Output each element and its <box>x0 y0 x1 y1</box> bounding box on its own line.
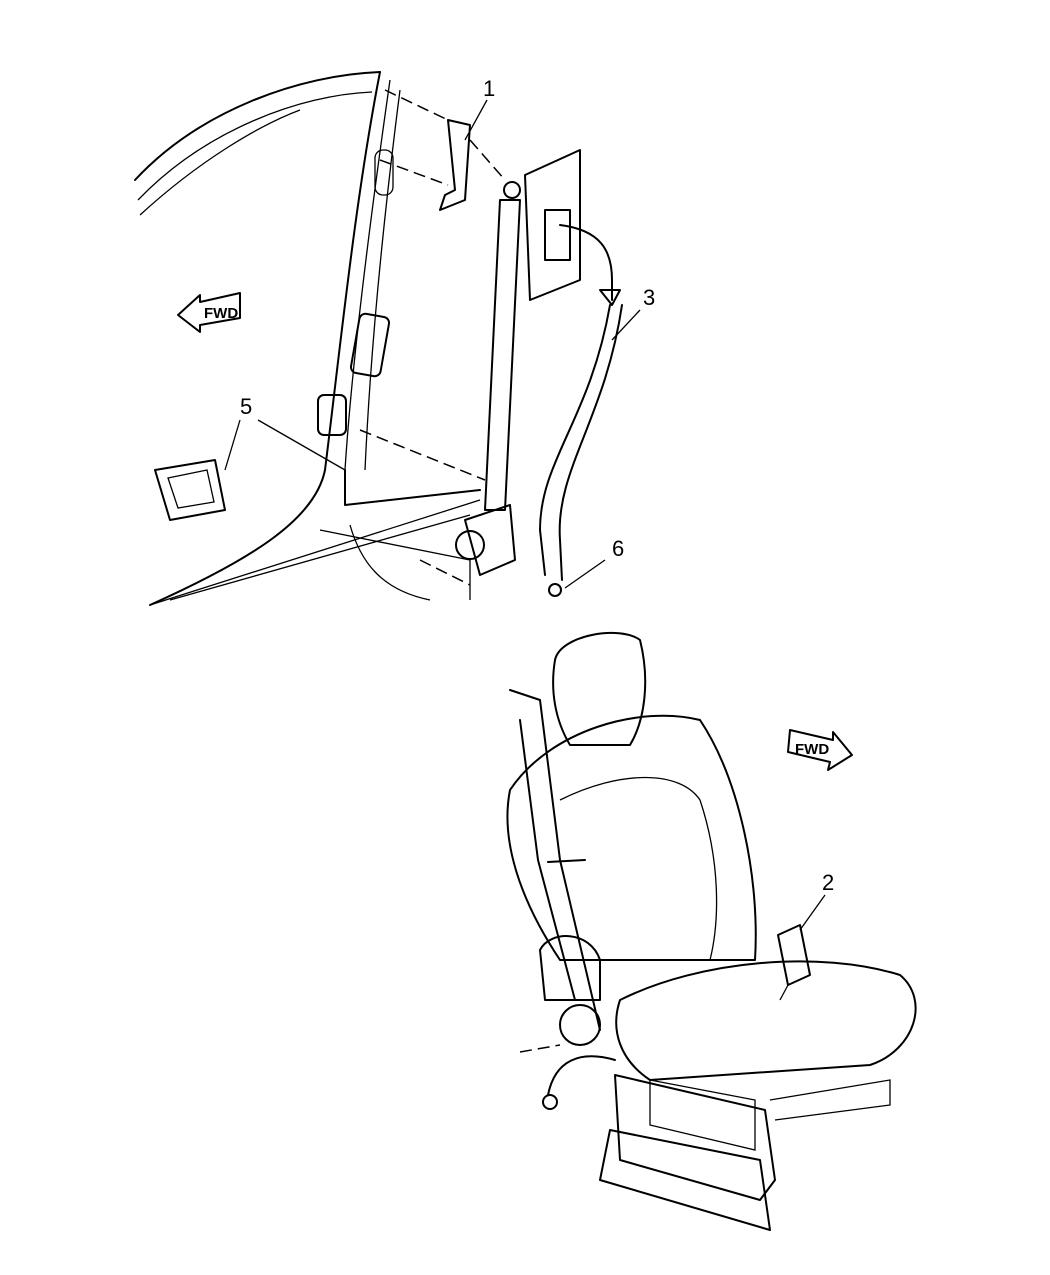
part-5-bezel <box>154 459 226 521</box>
callout-5: 5 <box>240 394 252 419</box>
seat-assembly <box>506 632 917 1231</box>
part-retractor-belt <box>359 181 521 586</box>
fwd-arrow-left: FWD <box>177 292 241 333</box>
callout-leaders <box>224 99 826 931</box>
body-pillar-structure <box>134 71 481 606</box>
callout-1: 1 <box>483 76 495 101</box>
callout-6: 6 <box>612 536 624 561</box>
part-1-height-adjuster <box>379 89 506 211</box>
part-2-buckle <box>777 924 811 1001</box>
fwd-arrow-right: FWD <box>787 729 853 771</box>
part-3-belt <box>539 289 623 597</box>
fwd-label: FWD <box>795 741 829 758</box>
seat-belt-webbing <box>509 689 601 1031</box>
callout-2: 2 <box>822 870 834 895</box>
part-pillar-trim <box>524 149 613 301</box>
fwd-label: FWD <box>204 305 238 322</box>
callout-3: 3 <box>643 285 655 310</box>
